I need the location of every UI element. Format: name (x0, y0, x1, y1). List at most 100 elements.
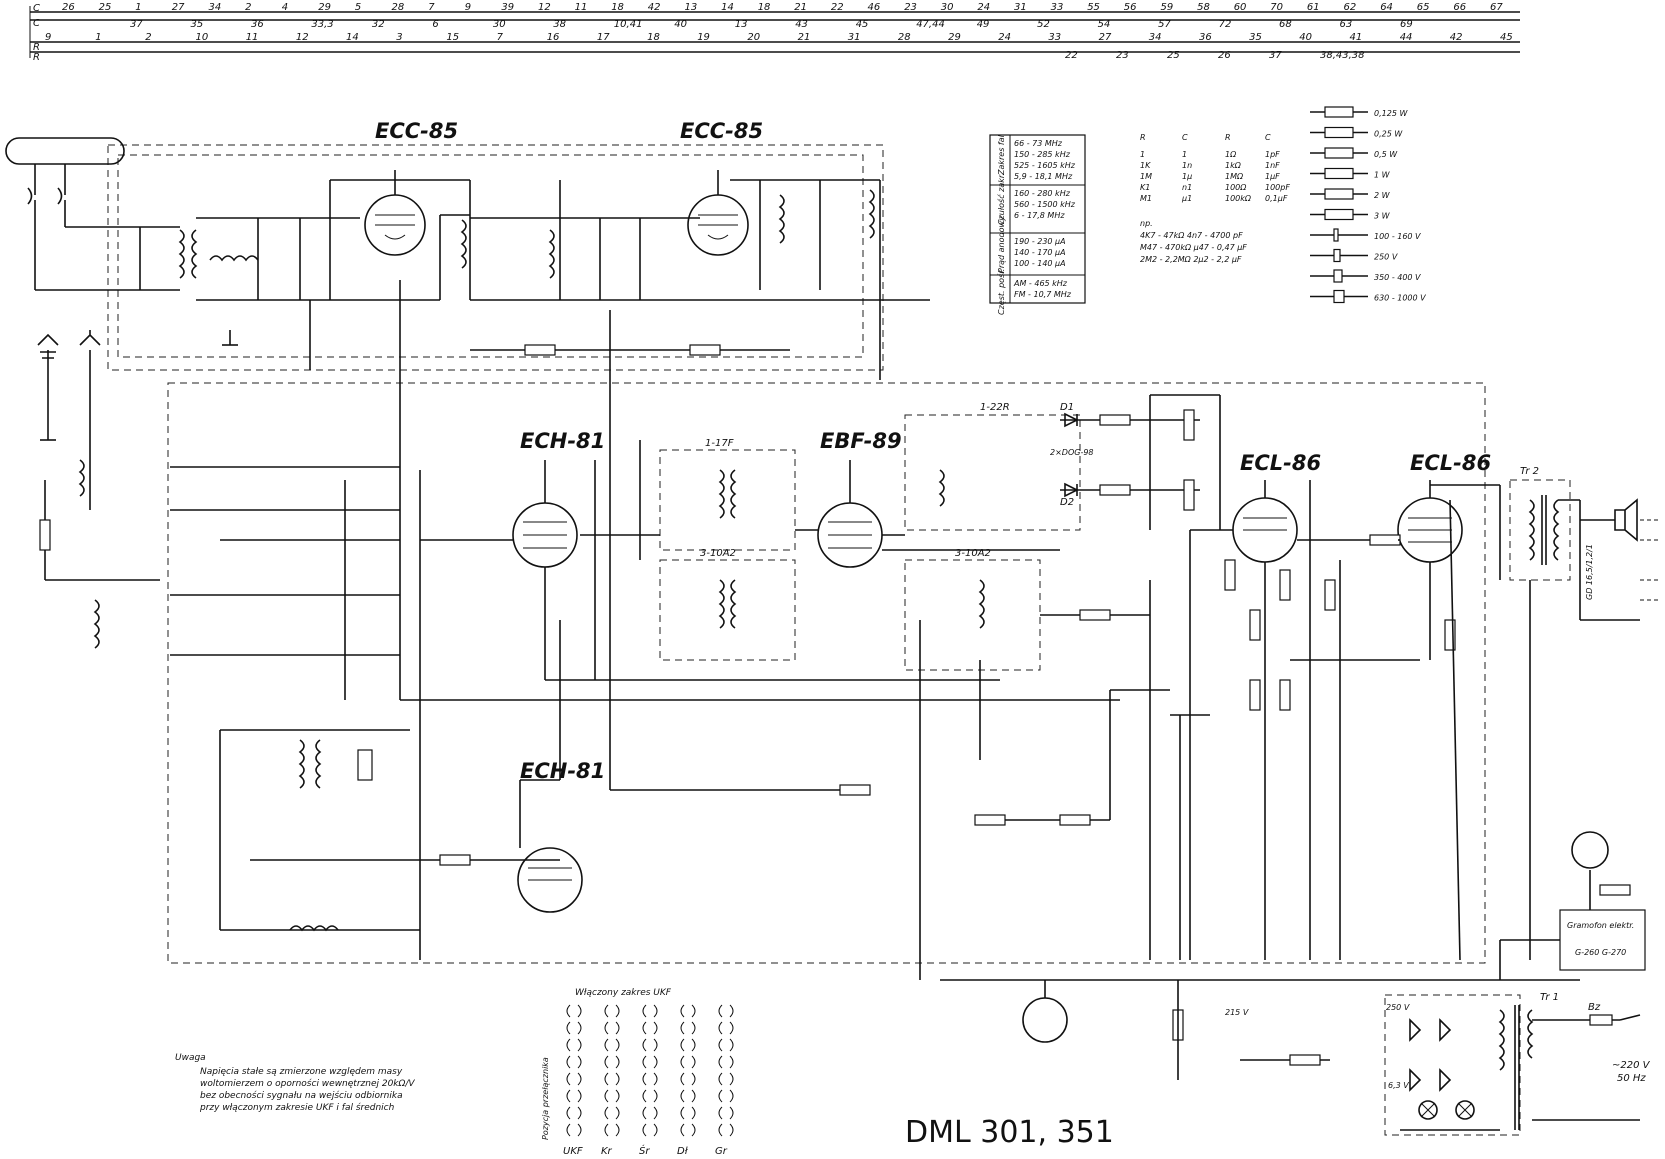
fm-tuner-wiring (108, 179, 930, 390)
main-chassis-wiring (420, 390, 1210, 980)
scale-number: 13 (735, 19, 748, 30)
scale-number: 27 (1099, 32, 1112, 43)
units-np: np. (1140, 219, 1153, 228)
units-example-3: 2M2 - 2,2MΩ 2µ2 - 2,2 µF (1140, 255, 1242, 264)
scale-number: 10 (196, 32, 209, 43)
bands-value: AM - 465 kHz (1013, 279, 1068, 288)
if-transformer-4 (904, 559, 1041, 671)
scale-number: 60 (1234, 2, 1247, 13)
switch-contact-symbol (604, 1021, 620, 1035)
bands-row-head: Zakres fal (997, 134, 1006, 176)
scale-number: 7 (428, 2, 435, 13)
units-cell: 1nF (1265, 161, 1280, 170)
scale-number: 20 (747, 32, 760, 43)
tube-v2-symbol (687, 170, 749, 256)
units-cell: 1 (1182, 150, 1187, 159)
scale-row1-label-b: C (33, 18, 40, 29)
output-transformer (1509, 479, 1640, 960)
switch-contact-symbol (566, 1055, 582, 1069)
scale-number: 47,44 (916, 19, 945, 30)
tube-v3-label: ECH-81 (520, 429, 605, 453)
resistor-symbol (1324, 106, 1354, 118)
tube-v5-symbol (1232, 497, 1298, 563)
fm-tuner-inner-shield (117, 154, 864, 358)
resistor-symbol (1324, 126, 1354, 139)
scale-number: 18 (611, 2, 624, 13)
main-chassis-frame (167, 382, 1486, 964)
if1-label: 1-17F (705, 438, 734, 449)
switch-contact-symbol (566, 1072, 582, 1086)
units-cell: 0,1µF (1265, 194, 1288, 203)
scale-number: 12 (538, 2, 551, 13)
switch-contact-symbol (718, 1038, 734, 1052)
if2-label: 3-10A2 (700, 548, 736, 559)
switch-contact-symbol (566, 1004, 582, 1018)
scale-number: 34 (209, 2, 222, 13)
capacitor-symbol (1333, 289, 1345, 304)
scale-number: 45 (1500, 32, 1513, 43)
switch-contact-symbol (642, 1004, 658, 1018)
fuse-label: Bz (1588, 1002, 1601, 1013)
switch-contact-symbol (642, 1089, 658, 1103)
scale-number: 11 (575, 2, 588, 13)
units-cell: 1kΩ (1225, 161, 1242, 170)
switch-contact-symbol (718, 1072, 734, 1086)
switch-contact-symbol (604, 1072, 620, 1086)
units-cell: 1pF (1265, 150, 1280, 159)
scale-number: 55 (1087, 2, 1100, 13)
scale-number: 25 (99, 2, 112, 13)
scale-number: 41 (1350, 32, 1363, 43)
scale-number: 7 (497, 32, 504, 43)
scale-number: 13 (685, 2, 698, 13)
switch-column-label: Kr (601, 1146, 613, 1157)
capacitor-symbol (1333, 269, 1343, 283)
scale-number: 61 (1307, 2, 1320, 13)
scale-number: 6 (432, 19, 438, 30)
scale-number: 37 (130, 19, 143, 30)
scale-number: 40 (674, 19, 687, 30)
switch-contact-symbol (604, 1055, 620, 1069)
ratio-detector (1060, 394, 1221, 530)
switch-table-side-label: Pozycja przełącznika (541, 1057, 550, 1140)
units-header: R (1140, 133, 1146, 142)
legend-label: 0,5 W (1374, 150, 1398, 159)
scale-number: 29 (948, 32, 961, 43)
switch-contact-symbol (566, 1123, 582, 1137)
bands-value: 190 - 230 µA (1014, 237, 1066, 246)
scale-number: 49 (977, 19, 990, 30)
scale-number: 26 (62, 2, 75, 13)
switch-contact-symbol (604, 1123, 620, 1137)
scale-number: 31 (1014, 2, 1027, 13)
tube-v6-label: ECL-86 (1410, 451, 1491, 475)
tube-v1-label: ECC-85 (375, 119, 458, 143)
scale-number: 3 (396, 32, 402, 43)
scale-number: 16 (547, 32, 560, 43)
bands-value: 66 - 73 MHz (1014, 139, 1063, 148)
am-oscillator (219, 729, 560, 932)
bands-value: 160 - 280 kHz (1014, 189, 1071, 198)
units-cell: 1µF (1265, 172, 1280, 181)
switch-contact-symbol (566, 1106, 582, 1120)
audio-section-wiring (1189, 480, 1501, 961)
scale-number: 24 (977, 2, 990, 13)
switch-column-label: Śr (639, 1144, 650, 1157)
resistor-symbol (1324, 208, 1354, 221)
scale-number: 72 (1219, 19, 1232, 30)
bands-value: 560 - 1500 kHz (1014, 200, 1076, 209)
band-switch (170, 370, 1120, 960)
scale-number: 35 (191, 19, 204, 30)
mains-frequency: 50 Hz (1617, 1073, 1646, 1084)
switch-contact-symbol (680, 1004, 696, 1018)
tube-v2-label: ECC-85 (680, 119, 763, 143)
units-cell: µ1 (1181, 194, 1192, 203)
units-cell: 1M (1140, 172, 1152, 181)
switch-contact-symbol (680, 1089, 696, 1103)
legend-label: 3 W (1374, 212, 1391, 221)
bands-value: 100 - 140 µA (1014, 259, 1066, 268)
units-cell: 100pF (1265, 183, 1290, 192)
switch-contact-symbol (642, 1038, 658, 1052)
note-line-4: przy włączonym zakresie UKF i fal średni… (199, 1102, 395, 1113)
tube-v6-symbol (1397, 497, 1463, 563)
